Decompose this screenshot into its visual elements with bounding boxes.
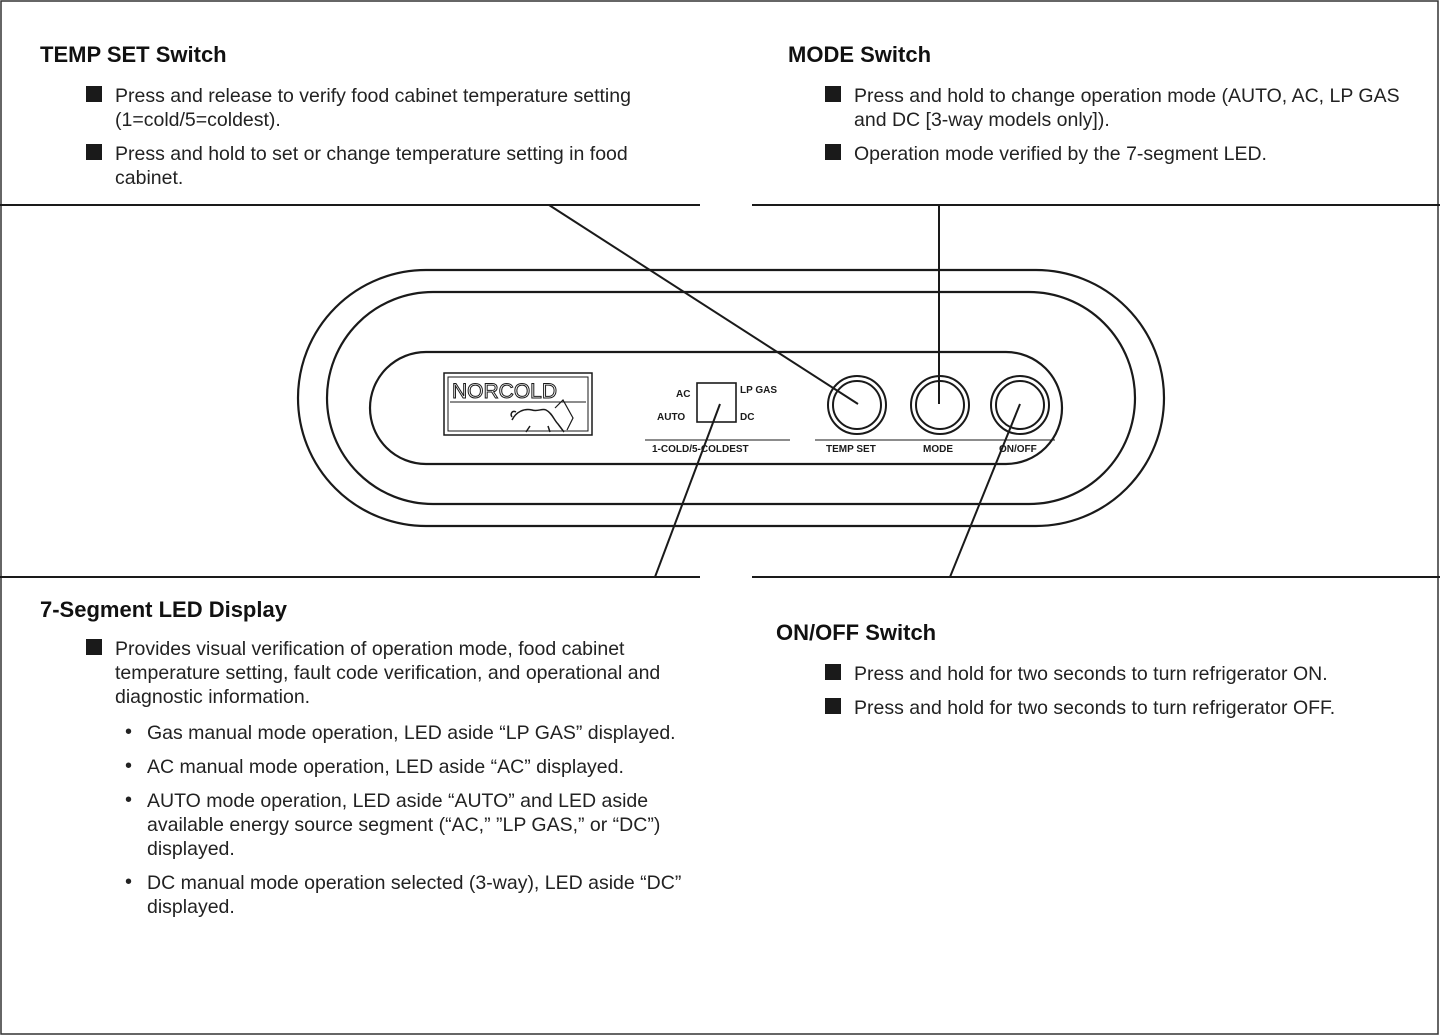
square-bullet-icon xyxy=(86,639,102,655)
square-bullet-icon xyxy=(825,698,841,714)
tempset-bullets: Press and release to verify food cabinet… xyxy=(86,84,676,200)
led-label-auto: AUTO xyxy=(657,412,685,423)
onoff-leader xyxy=(949,403,1021,578)
led-label-ac: AC xyxy=(676,389,690,400)
square-bullet-icon xyxy=(825,664,841,680)
square-bullet-icon xyxy=(825,144,841,160)
square-bullet-icon xyxy=(86,144,102,160)
list-item: Press and hold for two seconds to turn r… xyxy=(825,696,1415,720)
temp-set-button[interactable] xyxy=(827,375,887,435)
list-item: Press and hold for two seconds to turn r… xyxy=(825,662,1415,686)
led-heading: 7-Segment LED Display xyxy=(40,597,287,622)
led-sub-bullets: •Gas manual mode operation, LED aside “L… xyxy=(115,721,686,919)
list-item: Press and hold to change operation mode … xyxy=(825,84,1415,132)
onoff-heading: ON/OFF Switch xyxy=(776,620,937,645)
onoff-label: ON/OFF xyxy=(999,444,1037,455)
list-item: Operation mode verified by the 7-segment… xyxy=(825,142,1415,166)
square-bullet-icon xyxy=(825,86,841,102)
tempset-label: TEMP SET xyxy=(826,444,876,455)
dot-bullet-icon: • xyxy=(125,871,133,893)
panel-middle-shell xyxy=(325,290,1137,506)
dot-bullet-icon: • xyxy=(125,755,133,777)
led-label-dc: DC xyxy=(740,412,754,423)
panel-outer-shell xyxy=(296,268,1166,528)
led-bullets: Provides visual verification of operatio… xyxy=(86,637,686,929)
list-item: Press and hold to set or change temperat… xyxy=(86,142,676,190)
dot-bullet-icon: • xyxy=(125,789,133,811)
list-item: Provides visual verification of operatio… xyxy=(86,637,686,919)
mode-heading: MODE Switch xyxy=(788,42,932,67)
tempset-leader xyxy=(548,204,859,405)
square-bullet-icon xyxy=(86,86,102,102)
mode-label: MODE xyxy=(923,444,953,455)
mode-button[interactable] xyxy=(910,375,970,435)
tempset-heading: TEMP SET Switch xyxy=(40,42,227,67)
led-label-lpgas: LP GAS xyxy=(740,385,777,396)
norcold-logo: NORCOLD xyxy=(443,372,593,436)
temp-scale-label: 1-COLD/5-COLDEST xyxy=(652,444,749,455)
panel-face xyxy=(368,350,1064,466)
onoff-bullets: Press and hold for two seconds to turn r… xyxy=(825,662,1415,730)
logo-text: NORCOLD xyxy=(452,380,557,403)
sub-list-item: •DC manual mode operation selected (3-wa… xyxy=(125,871,682,918)
sub-list-item: •AC manual mode operation, LED aside “AC… xyxy=(125,755,624,778)
mode-bullets: Press and hold to change operation mode … xyxy=(825,84,1415,176)
sub-list-item: •Gas manual mode operation, LED aside “L… xyxy=(125,721,676,744)
led-leader xyxy=(654,403,721,578)
dot-bullet-icon: • xyxy=(125,721,133,743)
sub-list-item: •AUTO mode operation, LED aside “AUTO” a… xyxy=(125,789,661,860)
list-item: Press and release to verify food cabinet… xyxy=(86,84,676,132)
